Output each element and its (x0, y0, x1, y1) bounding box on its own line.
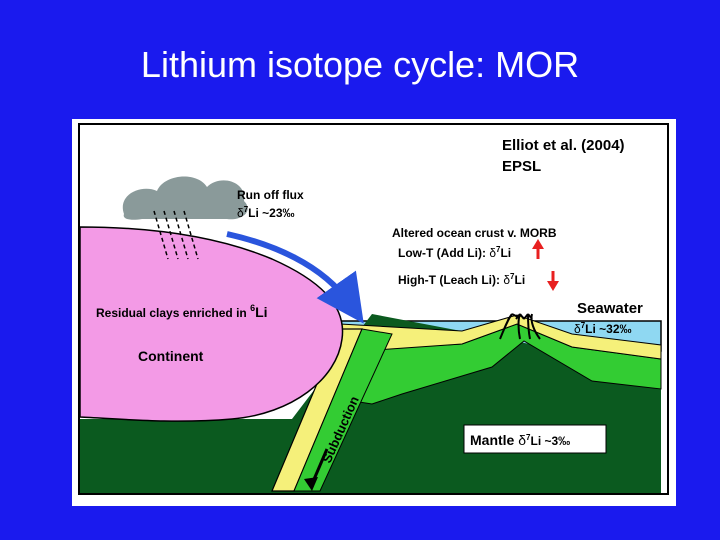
seawater-label: Seawater (577, 300, 643, 317)
runoff-label: Run off flux (237, 188, 304, 202)
citation-line2: EPSL (502, 158, 541, 175)
subducting-slab-green (293, 328, 393, 492)
mantle-label: Mantle δ7Li ~3‰ (470, 432, 570, 448)
runoff-value: δ7Li ~23‰ (237, 205, 295, 220)
runoff-flux-arrow (226, 231, 364, 324)
diagram-canvas: Elliot et al. (2004) EPSL Run off flux δ… (78, 123, 669, 495)
subduction-arrow-icon (304, 448, 329, 491)
altered-crust-title: Altered ocean crust v. MORB (392, 226, 557, 240)
cloud-icon (122, 176, 248, 220)
continent-region (79, 226, 344, 422)
rain-icon (153, 210, 199, 260)
citation-line1: Elliot et al. (2004) (502, 137, 625, 154)
low-t-up-arrow-icon (532, 239, 544, 259)
clays-label: Residual clays enriched in 6Li (96, 303, 268, 320)
high-t-down-arrow-icon (547, 271, 559, 291)
high-t-label: High-T (Leach Li): δ7Li (398, 272, 525, 287)
lithium-cycle-diagram: Elliot et al. (2004) EPSL Run off flux δ… (72, 119, 676, 506)
continent-label: Continent (138, 348, 204, 364)
low-t-label: Low-T (Add Li): δ7Li (398, 245, 511, 260)
mantle-label-box (463, 424, 607, 454)
seawater-value: δ7Li ~32‰ (574, 321, 632, 336)
slide-title: Lithium isotope cycle: MOR (140, 44, 580, 85)
hydrothermal-arrows-icon (499, 313, 541, 340)
